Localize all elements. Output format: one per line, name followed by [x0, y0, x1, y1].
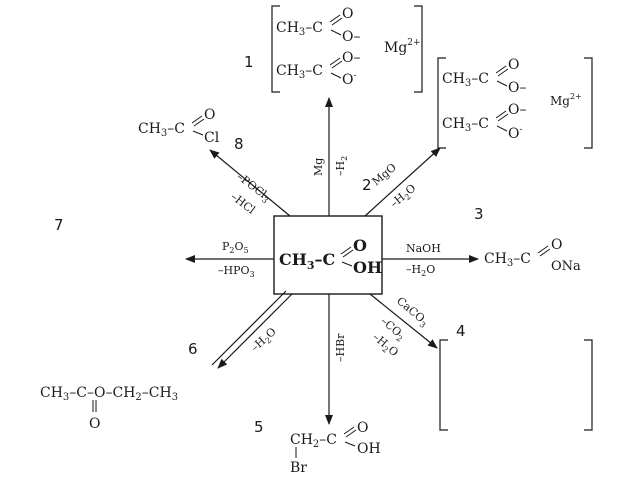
- svg-text:Cl: Cl: [204, 130, 220, 146]
- svg-text:CH3–C: CH3–C: [484, 251, 531, 269]
- arrow-4: [369, 293, 438, 349]
- reagent-minus-h2o-2: –H2O: [388, 182, 420, 212]
- reagent-mgo: MgO: [370, 161, 399, 189]
- product-4-placeholder: [439, 339, 593, 431]
- svg-text:O: O: [89, 416, 100, 432]
- svg-text:Mg2+: Mg2+: [384, 38, 421, 56]
- reagent-minus-h2o-3: –H2O: [406, 263, 435, 278]
- arrow-6b: [211, 290, 287, 366]
- svg-text:O–: O–: [508, 102, 526, 118]
- reagent-mg: Mg: [312, 158, 325, 176]
- product-2: CH3–C O O– CH3–C O– O- Mg2+: [437, 57, 593, 149]
- svg-text:CH2–C: CH2–C: [290, 432, 337, 450]
- label-4: 4: [456, 322, 466, 340]
- svg-text:O: O: [508, 57, 519, 73]
- product-8: CH3–C O Cl: [138, 107, 220, 146]
- center-o: O: [353, 236, 367, 255]
- svg-text:CH3–C: CH3–C: [276, 63, 323, 81]
- arrow-8: [209, 149, 291, 217]
- label-8: 8: [234, 135, 244, 153]
- label-5: 5: [254, 418, 264, 436]
- svg-text:CH3–C: CH3–C: [138, 121, 185, 139]
- reagent-naoh: NaOH: [406, 242, 441, 255]
- arrow-6a: [217, 293, 293, 369]
- label-3: 3: [474, 205, 484, 223]
- reagent-minus-h2o-6: –H2O: [248, 325, 280, 356]
- reagent-minus-h2: –H2: [334, 156, 349, 176]
- product-6: CH3–C–O–CH2–CH3 O: [40, 385, 178, 432]
- reagent-p2o5: P2O5: [222, 240, 249, 255]
- arrows: [185, 97, 479, 425]
- label-6: 6: [188, 340, 198, 358]
- reagent-minus-hbr: –HBr: [334, 333, 347, 362]
- svg-text:O: O: [342, 6, 353, 22]
- center-compound: CH3–C O OH: [273, 215, 383, 295]
- svg-text:CH3–C–O–CH2–CH3: CH3–C–O–CH2–CH3: [40, 385, 178, 403]
- svg-text:O-: O-: [508, 125, 523, 142]
- svg-text:CH3–C: CH3–C: [276, 20, 323, 38]
- center-ch3: CH3–C: [279, 250, 335, 272]
- svg-text:O: O: [551, 237, 562, 253]
- label-2: 2: [362, 176, 372, 194]
- svg-text:ONa: ONa: [551, 259, 581, 274]
- svg-text:O–: O–: [342, 29, 360, 45]
- product-5: CH2–C O OH Br: [290, 420, 381, 476]
- product-3: CH3–C O ONa: [484, 237, 581, 274]
- svg-text:CH3–C: CH3–C: [442, 71, 489, 89]
- center-oh: OH: [353, 258, 382, 277]
- svg-text:O–: O–: [508, 80, 526, 96]
- svg-text:O: O: [204, 107, 215, 123]
- svg-text:CH3–C: CH3–C: [442, 116, 489, 134]
- reaction-numbers: 1 2 3 4 5 6 7 8: [54, 53, 484, 436]
- arrow-2: [364, 147, 441, 217]
- label-1: 1: [244, 53, 254, 71]
- product-1: CH3–C O O– CH3–C O– O- Mg2+: [271, 5, 423, 93]
- svg-text:O: O: [357, 420, 368, 436]
- svg-text:O–: O–: [342, 50, 360, 66]
- label-7: 7: [54, 216, 64, 234]
- reagent-minus-hpo3: –HPO3: [218, 264, 255, 279]
- svg-text:Mg2+: Mg2+: [550, 92, 582, 108]
- svg-text:O-: O-: [342, 71, 357, 88]
- center-box: [273, 215, 383, 295]
- svg-text:OH: OH: [357, 441, 381, 457]
- reagents: Mg –H2 MgO –H2O NaOH –H2O CaCO3 –CO2 –H2…: [218, 156, 441, 362]
- svg-text:Br: Br: [290, 460, 307, 476]
